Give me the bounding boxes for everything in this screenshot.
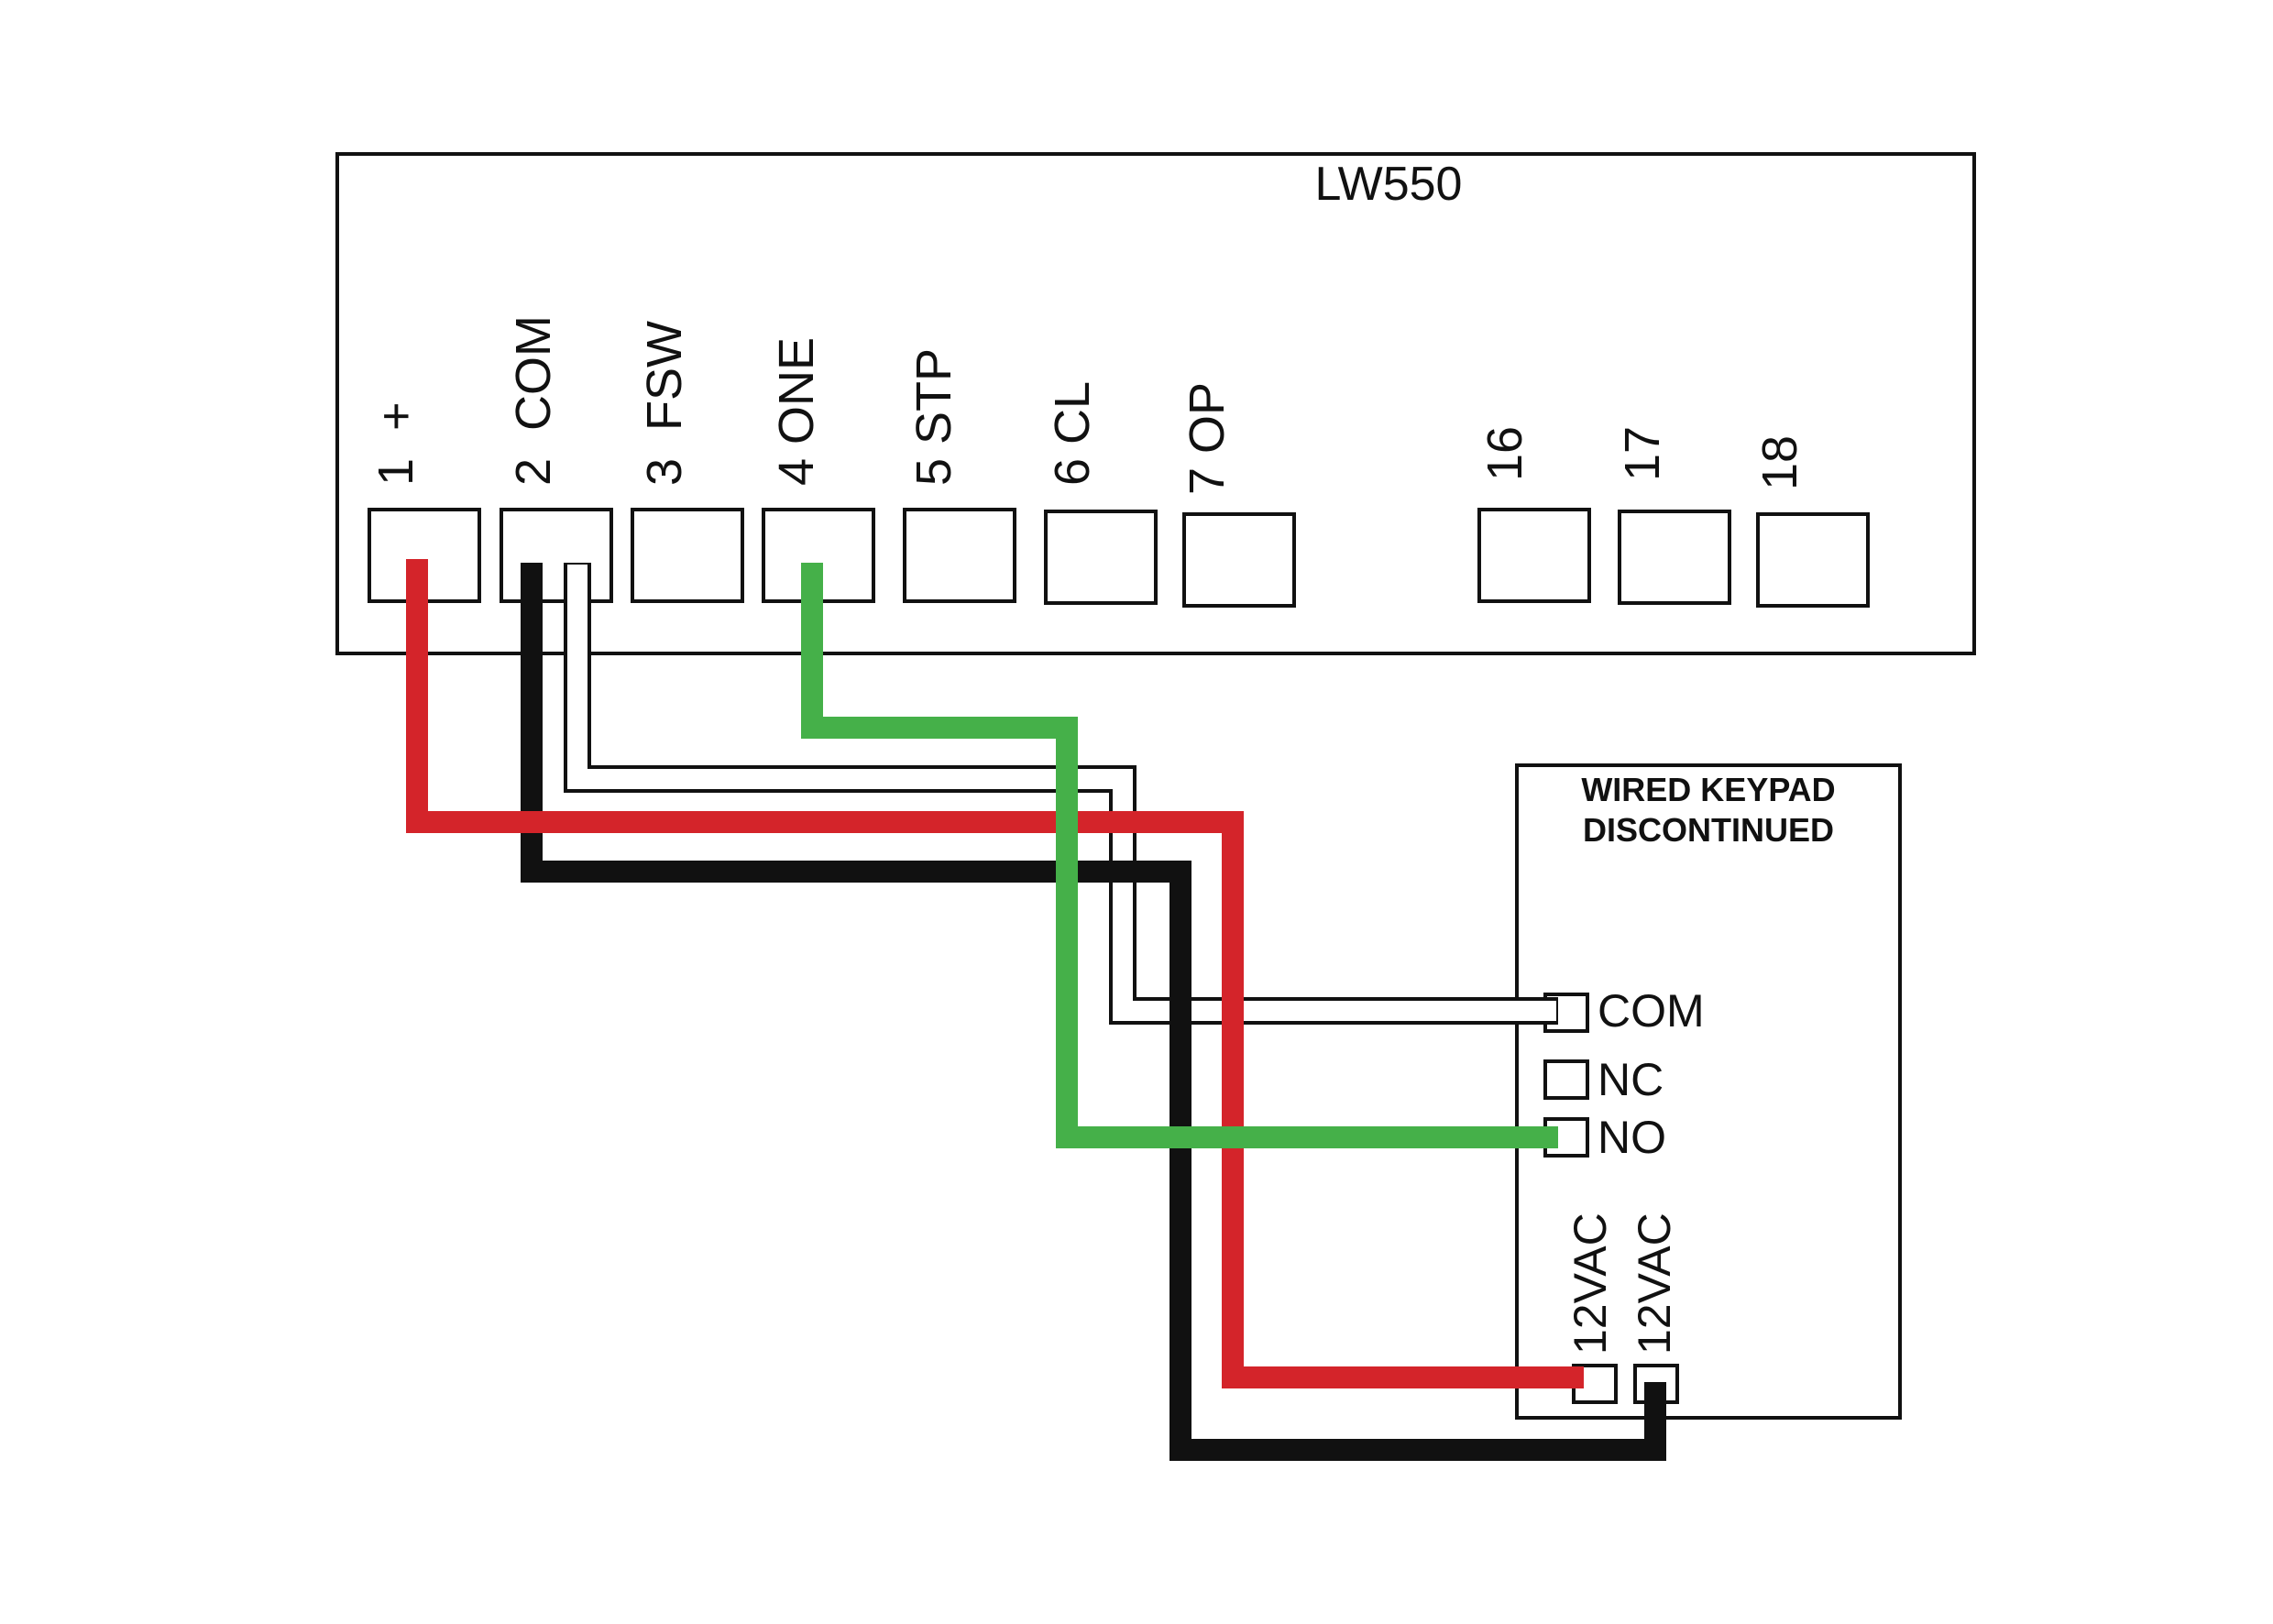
keypad-terminal-12vac-1 <box>1572 1364 1618 1404</box>
terminal-17 <box>1618 510 1731 605</box>
terminal-label-7: 7 OP <box>1180 382 1235 495</box>
terminal-5 <box>903 508 1016 603</box>
terminal-label-18: 18 <box>1752 435 1807 490</box>
terminal-label-6: 6 CL <box>1045 381 1100 486</box>
wire-white-com <box>567 565 1556 1021</box>
keypad-label-12vac-2: 12VAC <box>1629 1213 1680 1355</box>
wired-keypad: WIRED KEYPAD DISCONTINUED COM NC NO 12VA… <box>1515 763 1902 1420</box>
keypad-label-nc: NC <box>1598 1054 1664 1105</box>
keypad-title-line1: WIRED KEYPAD <box>1581 771 1835 808</box>
terminal-7 <box>1182 512 1296 608</box>
controller-title: LW550 <box>1315 158 1463 211</box>
terminal-18 <box>1756 512 1870 608</box>
keypad-terminal-nc <box>1543 1059 1589 1100</box>
terminal-6 <box>1044 510 1158 605</box>
controller-board: LW550 1 + 2 COM 3 FSW 4 ONE 5 STP 6 CL 7… <box>335 152 1976 655</box>
terminal-label-3: 3 FSW <box>637 321 692 486</box>
terminal-label-5: 5 STP <box>906 348 961 486</box>
terminal-16 <box>1477 508 1591 603</box>
keypad-label-com: COM <box>1598 985 1705 1037</box>
terminal-label-2: 2 COM <box>506 315 561 486</box>
keypad-label-12vac-1: 12VAC <box>1565 1213 1616 1355</box>
wire-green-one-to-no <box>801 563 1558 1148</box>
terminal-2 <box>500 508 613 603</box>
terminal-label-16: 16 <box>1477 426 1532 481</box>
terminal-3 <box>631 508 744 603</box>
wires <box>406 559 1666 1461</box>
terminal-label-1: 1 + <box>368 401 423 486</box>
keypad-label-no: NO <box>1598 1112 1666 1163</box>
keypad-title-line2: DISCONTINUED <box>1583 811 1834 849</box>
wire-red-plus-to-12vac <box>406 559 1584 1388</box>
terminal-label-17: 17 <box>1615 426 1670 481</box>
terminal-label-4: 4 ONE <box>769 337 824 486</box>
